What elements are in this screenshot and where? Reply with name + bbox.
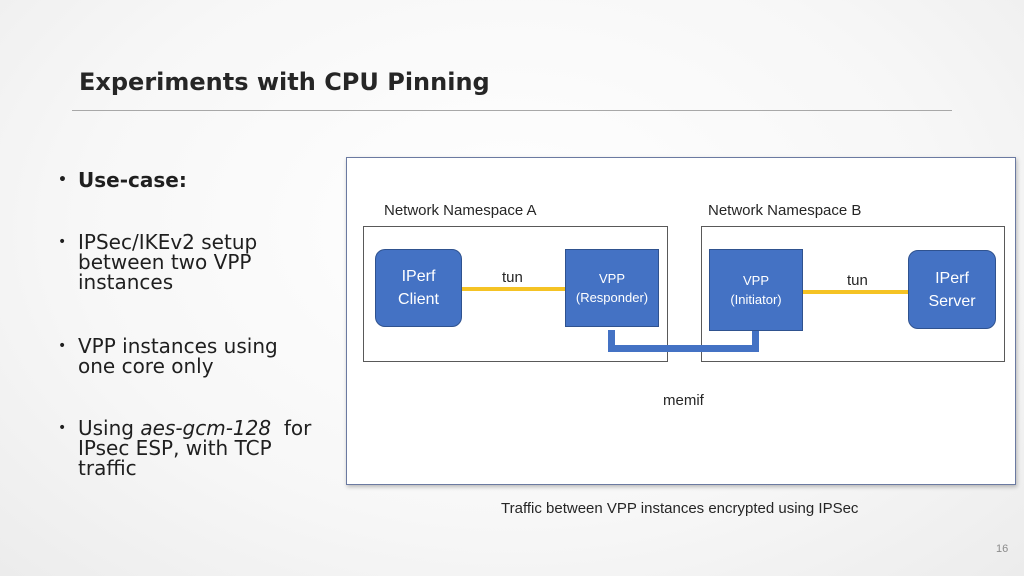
memif-link-right [752,330,759,352]
node-line: Server [928,292,976,310]
vpp-initiator-node[interactable]: VPP (Initiator) [709,249,803,331]
bullet-line: traffic [78,456,137,480]
tun-link-a [457,287,567,291]
node-line: IPerf [401,268,436,285]
node-line: VPP [598,271,625,286]
memif-label: memif [663,392,704,409]
bullet-text: Use-case: [78,168,187,192]
iperf-client-node[interactable]: IPerf Client [375,249,462,327]
page-number: 16 [996,543,1009,555]
bullet-line: instances [78,270,174,294]
bullet-ipsec-setup: • IPSec/IKEv2 setup between two VPP inst… [58,232,348,292]
node-line: Client [398,291,439,308]
bullet-dot: • [58,234,67,250]
tun-b-label: tun [847,272,868,289]
bullet-aes-gcm: • Using aes-gcm-128 for IPsec ESP, with … [58,418,348,478]
vpp-responder-node[interactable]: VPP (Responder) [565,249,659,327]
diagram-caption: Traffic between VPP instances encrypted … [501,500,859,517]
bullet-line: between two VPP [78,250,252,274]
bullet-one-core: • VPP instances using one core only [58,336,348,376]
bullet-pre: Using [78,416,141,440]
tun-link-b [802,290,910,294]
diagram-frame: Network Namespace A Network Namespace B … [346,157,1016,485]
node-line: (Responder) [575,290,649,305]
bullet-post: for [271,416,312,440]
bullet-dot: • [58,338,67,354]
bullet-line: Using aes-gcm-128 for [78,416,311,440]
bullet-emphasis: aes-gcm-128 [140,416,272,440]
title-divider [72,110,952,111]
tun-a-label: tun [502,269,523,286]
memif-link-left [608,330,615,352]
bullet-dot: • [58,172,67,188]
node-line: VPP [742,273,769,288]
node-line: IPerf [935,269,969,287]
bullet-line: VPP instances using [78,334,278,358]
iperf-server-node[interactable]: IPerf Server [908,250,996,329]
bullet-dot: • [58,420,67,436]
memif-link-bottom [608,345,759,352]
bullet-line: IPsec ESP, with TCP [78,436,272,460]
namespace-b-label: Network Namespace B [708,202,862,219]
node-line: (Initiator) [730,292,782,307]
bullet-line: one core only [78,354,214,378]
slide-title: Experiments with CPU Pinning [79,68,490,96]
bullet-line: IPSec/IKEv2 setup [78,230,258,254]
namespace-a-label: Network Namespace A [384,202,537,219]
bullet-use-case: • Use-case: [58,170,348,190]
